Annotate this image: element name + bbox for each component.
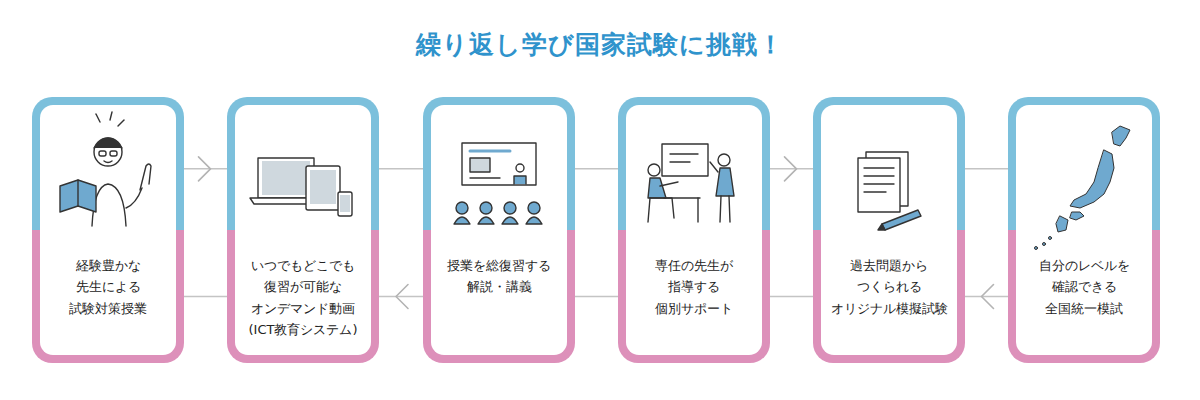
flow-connector (575, 168, 618, 169)
flow-connector (770, 296, 813, 297)
card-inner: 自分のレベルを 確認できる 全国統一模試 (1016, 105, 1152, 355)
flow-connector (575, 296, 618, 297)
card-inner: 経験豊かな 先生による 試験対策授業 (40, 105, 176, 355)
card-inner: いつでもどこでも 復習が可能な オンデマンド動画 (ICT教育システム) (235, 105, 371, 355)
step-label: 授業を総復習する 解説・講義 (436, 255, 562, 298)
step-label: 経験豊かな 先生による 試験対策授業 (45, 255, 171, 319)
card-text-area: 経験豊かな 先生による 試験対策授業 (40, 255, 176, 319)
step-label: 専任の先生が 指導する 個別サポート (631, 255, 757, 319)
flow-connector (184, 157, 227, 181)
flow-connector (965, 168, 1008, 169)
step-label: 自分のレベルを 確認できる 全国統一模試 (1021, 255, 1147, 319)
card-inner: 過去問題から つくられる オリジナル模擬試験 (821, 105, 957, 355)
card-inner: 授業を総復習する 解説・講義 (431, 105, 567, 355)
card-inner: 専任の先生が 指導する 個別サポート (626, 105, 762, 355)
flow-connector (379, 285, 423, 309)
flow-connector (965, 285, 1008, 309)
flow-connector (770, 157, 813, 181)
flow-connector (184, 296, 227, 297)
card-text-area: 自分のレベルを 確認できる 全国統一模試 (1016, 255, 1152, 319)
flow-connector (379, 168, 423, 169)
title-text: 繰り返し学び国家試験に挑戦！ (416, 30, 784, 59)
card-text-area: 授業を総復習する 解説・講義 (431, 255, 567, 298)
step-card: 自分のレベルを 確認できる 全国統一模試 (1008, 97, 1160, 363)
step-card: 授業を総復習する 解説・講義 (423, 97, 575, 363)
card-text-area: いつでもどこでも 復習が可能な オンデマンド動画 (ICT教育システム) (235, 255, 371, 341)
step-label: いつでもどこでも 復習が可能な オンデマンド動画 (ICT教育システム) (240, 255, 366, 341)
step-label: 過去問題から つくられる オリジナル模擬試験 (826, 255, 952, 319)
step-card: 経験豊かな 先生による 試験対策授業 (32, 97, 184, 363)
card-text-area: 専任の先生が 指導する 個別サポート (626, 255, 762, 319)
step-card: 過去問題から つくられる オリジナル模擬試験 (813, 97, 965, 363)
title-heading: 繰り返し学び国家試験に挑戦！ (0, 28, 1200, 61)
step-card: 専任の先生が 指導する 個別サポート (618, 97, 770, 363)
step-card: いつでもどこでも 復習が可能な オンデマンド動画 (ICT教育システム) (227, 97, 379, 363)
card-text-area: 過去問題から つくられる オリジナル模擬試験 (821, 255, 957, 319)
